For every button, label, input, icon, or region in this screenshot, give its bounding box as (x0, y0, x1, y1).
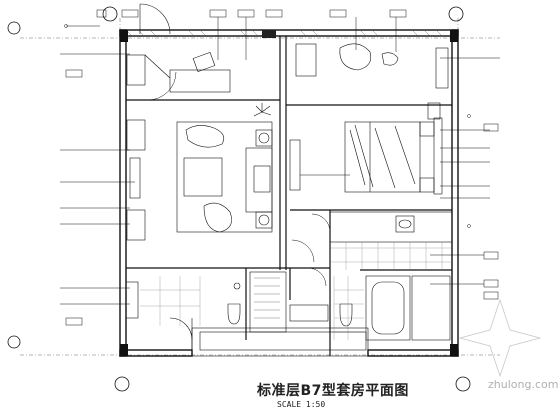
drawing-title: 标准层B7型套房平面图 (257, 383, 409, 399)
plant (253, 103, 272, 117)
grid-bubble-top-left (102, 6, 118, 22)
tv-cabinet-left (126, 119, 146, 151)
console (129, 157, 141, 199)
sofa (245, 147, 273, 213)
wardrobe (295, 43, 317, 77)
callouts-top (96, 9, 407, 60)
coffee-table (183, 157, 223, 197)
sofa-cushion (253, 165, 271, 193)
wall-hatching (120, 29, 458, 356)
living-room-furniture (126, 51, 273, 241)
grid-lines (20, 18, 500, 356)
grid-bubble-bottom-left (114, 376, 130, 392)
desk-chair (192, 51, 216, 73)
bathtub (365, 275, 411, 341)
bed (344, 121, 421, 193)
watermark-text: zhulong.com (488, 378, 559, 391)
desk (169, 69, 231, 93)
bedroom-furniture (289, 43, 449, 195)
lounge-chair (339, 43, 372, 71)
balcony (191, 327, 369, 357)
drawing-scale: SCALE 1:50 (277, 400, 326, 409)
side-table-bottom (255, 211, 273, 229)
rug (176, 121, 273, 233)
grid-bubble-left-top (7, 21, 21, 35)
vanity (329, 211, 453, 243)
entry-door (139, 3, 171, 35)
shower (411, 275, 451, 341)
grid-bubble-top-right (448, 6, 464, 22)
bathroom-fixtures (227, 211, 453, 341)
headboard (433, 117, 443, 195)
tv-cabinet-left-2 (126, 209, 146, 241)
basin (395, 215, 415, 233)
grid-bubbles (7, 6, 471, 392)
nightstand-top (419, 121, 435, 137)
grid-bubble-bottom-right (455, 376, 471, 392)
armchair-bottom (203, 202, 232, 233)
side-cabinet (126, 54, 146, 86)
armchair-top (185, 125, 225, 148)
toilet-guest (227, 303, 241, 325)
side-table-top (255, 129, 273, 147)
entry-cabinet (125, 281, 139, 319)
tv-unit (289, 139, 301, 191)
tile-grid (330, 242, 452, 340)
exterior-walls (119, 29, 459, 357)
nightstand-bottom (419, 177, 435, 193)
shoe-cabinet (289, 304, 329, 322)
entry-closet (125, 271, 369, 357)
door-swing-entry (169, 317, 193, 341)
door-swings (147, 71, 331, 287)
toilet-master (339, 303, 353, 327)
wall-panel (427, 102, 441, 120)
grid-bubble-left-bottom (7, 335, 21, 349)
interior-walls (126, 36, 452, 356)
callouts-right (300, 57, 500, 300)
callouts-left (60, 24, 135, 326)
watermark-logo (458, 298, 542, 378)
window-cabinet (435, 47, 449, 89)
